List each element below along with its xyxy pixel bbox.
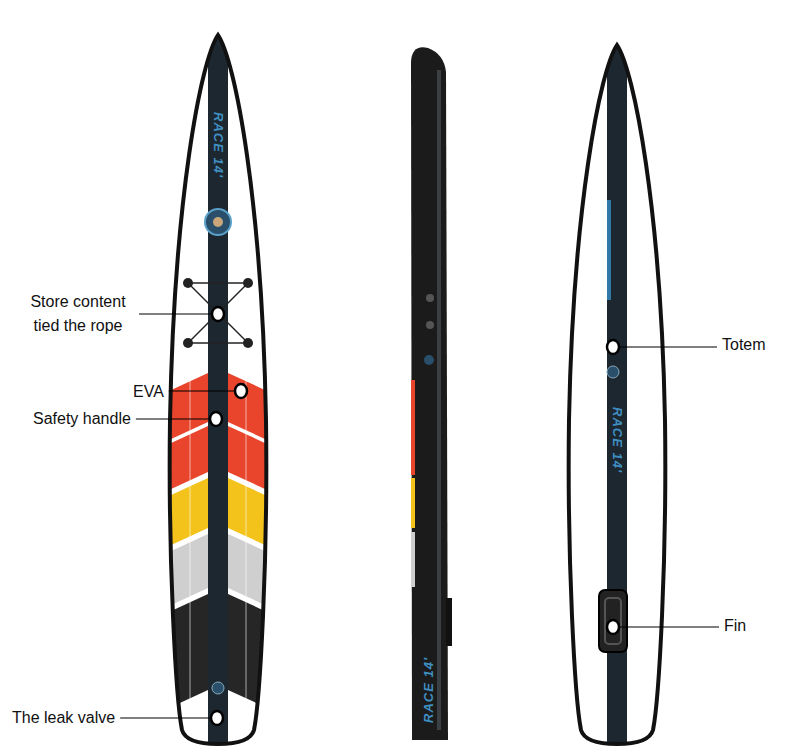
part-label: Store content tied the rope — [22, 290, 134, 338]
board-print: RACE 14' — [211, 112, 225, 178]
leader-line — [120, 717, 210, 718]
part-label: Totem — [722, 333, 766, 357]
part-label: Fin — [724, 614, 746, 638]
board-side-view — [411, 47, 452, 740]
callout-marker — [607, 340, 619, 354]
part-label: Safety handle — [33, 407, 131, 431]
callout-marker — [212, 307, 224, 321]
part-label: EVA — [133, 380, 164, 404]
callout-marker — [607, 620, 619, 634]
callout-marker — [210, 412, 222, 426]
leader-line — [620, 626, 719, 627]
callout-marker — [211, 711, 223, 725]
leader-line — [169, 390, 234, 391]
leader-line — [139, 313, 211, 314]
board-print: RACE 14' — [610, 407, 624, 473]
callout-marker — [235, 384, 247, 398]
part-label: The leak valve — [12, 706, 115, 730]
board-print: RACE 14' — [422, 657, 436, 723]
leader-line — [620, 346, 717, 347]
board-bottom-view — [569, 40, 666, 750]
board-top-view — [160, 30, 276, 750]
leader-line — [136, 418, 209, 419]
